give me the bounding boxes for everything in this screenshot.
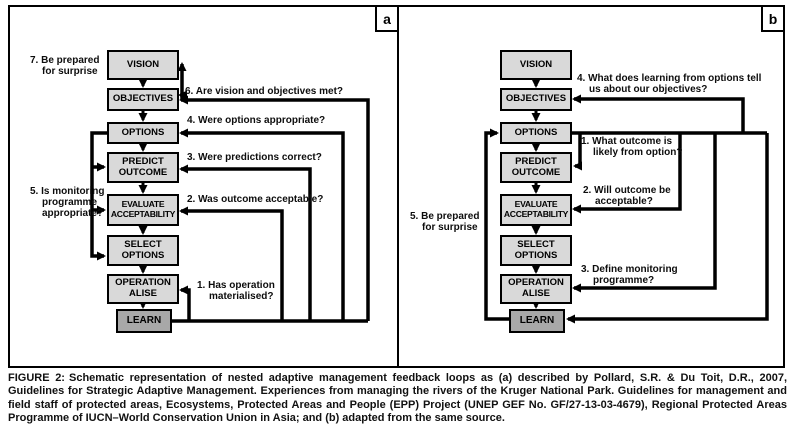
annotation-q1-b: 1. What outcome is likely from option? [581, 136, 683, 158]
annotation-q4-b: 4. What does learning from options tell … [577, 73, 762, 95]
flow-box-vision-b: VISION [500, 50, 572, 80]
annotation-q1-a: 1. Has operation materialised? [197, 280, 275, 302]
annotation-q2-a: 2. Was outcome acceptable? [187, 194, 324, 205]
panel-divider [397, 5, 399, 368]
flow-box-predict-outcome-b: PREDICT OUTCOME [500, 152, 572, 183]
flow-box-predict-outcome-a: PREDICT OUTCOME [107, 152, 179, 183]
flow-box-options-b: OPTIONS [500, 122, 572, 144]
flow-box-learn-a: LEARN [116, 309, 172, 333]
annotation-q6-a: 6. Are vision and objectives met? [185, 86, 344, 97]
flow-box-operationalise-a: OPERATION ALISE [107, 274, 179, 304]
flow-box-evaluate-acceptability-a: EVALUATE ACCEPTABILITY [107, 194, 179, 226]
flow-box-select-options-a: SELECT OPTIONS [107, 235, 179, 266]
flow-box-objectives-b: OBJECTIVES [500, 88, 572, 111]
annotation-q5-b: 5. Be prepared for surprise [410, 211, 480, 233]
flow-box-select-options-b: SELECT OPTIONS [500, 235, 572, 266]
annotation-q5-a: 5. Is monitoring programme appropriate? [30, 186, 105, 219]
flow-box-learn-b: LEARN [509, 309, 565, 333]
panel-label-a: a [375, 5, 399, 32]
flow-box-vision-a: VISION [107, 50, 179, 80]
flow-box-options-a: OPTIONS [107, 122, 179, 144]
figure-caption-text: Schematic representation of nested adapt… [8, 372, 787, 425]
annotation-q2-b: 2. Will outcome be acceptable? [583, 185, 671, 207]
flow-box-evaluate-acceptability-b: EVALUATE ACCEPTABILITY [500, 194, 572, 226]
annotation-q7-a: 7. Be prepared for surprise [30, 55, 100, 77]
annotation-q3-a: 3. Were predictions correct? [187, 152, 322, 163]
flow-box-operationalise-b: OPERATION ALISE [500, 274, 572, 304]
panel-label-b: b [761, 5, 785, 32]
figure-caption-label: FIGURE 2: [8, 372, 65, 384]
figure-caption: FIGURE 2:Schematic representation of nes… [8, 372, 787, 426]
annotation-q3-b: 3. Define monitoring programme? [581, 264, 678, 286]
flow-box-objectives-a: OBJECTIVES [107, 88, 179, 111]
annotation-q4-a: 4. Were options appropriate? [187, 115, 326, 126]
